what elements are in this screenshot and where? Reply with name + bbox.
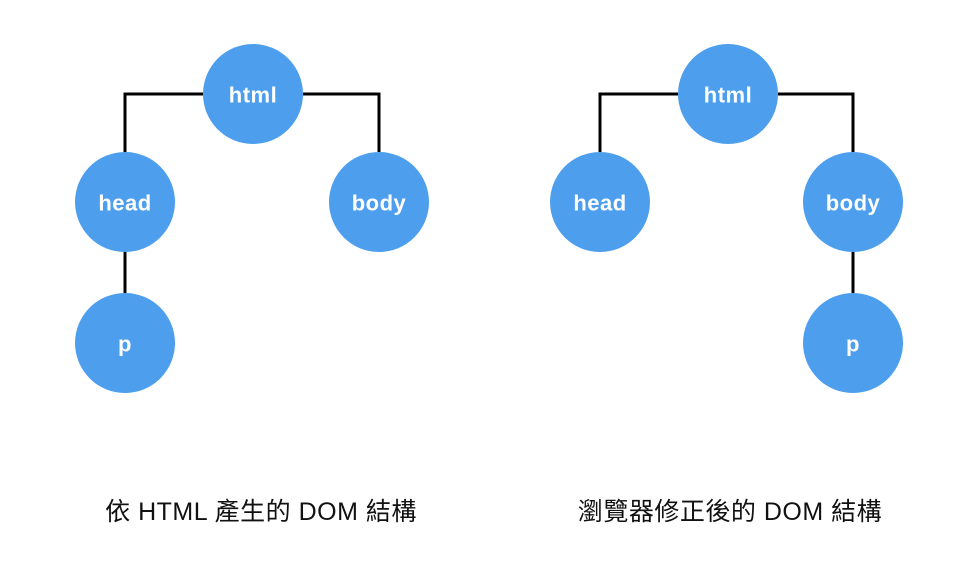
edge-dom-browser-corrected-html-head <box>598 92 678 152</box>
tree-node-dom-browser-corrected-p: p <box>803 293 903 393</box>
edge-dom-from-html-html-head <box>123 92 203 152</box>
node-label-body: body <box>352 191 407 216</box>
node-label-html: html <box>229 83 277 108</box>
edge-dom-browser-corrected-html-body <box>778 92 855 152</box>
node-circle-html <box>678 44 778 144</box>
node-label-p: p <box>846 332 860 357</box>
tree-node-dom-browser-corrected-body: body <box>803 152 903 252</box>
node-label-html: html <box>704 83 752 108</box>
tree-node-dom-from-html-html: html <box>203 44 303 144</box>
node-circle-body <box>803 152 903 252</box>
node-circle-p <box>75 293 175 393</box>
tree-node-dom-from-html-p: p <box>75 293 175 393</box>
node-label-head: head <box>98 191 151 216</box>
node-label-body: body <box>826 191 881 216</box>
tree-node-dom-browser-corrected-head: head <box>550 152 650 252</box>
node-circle-html <box>203 44 303 144</box>
node-circle-body <box>329 152 429 252</box>
caption-dom-browser-corrected: 瀏覽器修正後的 DOM 結構 <box>577 498 883 526</box>
node-circle-p <box>803 293 903 393</box>
tree-node-dom-from-html-body: body <box>329 152 429 252</box>
node-circle-head <box>550 152 650 252</box>
node-label-head: head <box>573 191 626 216</box>
tree-node-dom-browser-corrected-html: html <box>678 44 778 144</box>
node-label-p: p <box>118 332 132 357</box>
tree-node-dom-from-html-head: head <box>75 152 175 252</box>
node-circle-head <box>75 152 175 252</box>
caption-dom-from-html: 依 HTML 產生的 DOM 結構 <box>105 498 417 526</box>
edge-dom-from-html-html-body <box>303 92 381 152</box>
